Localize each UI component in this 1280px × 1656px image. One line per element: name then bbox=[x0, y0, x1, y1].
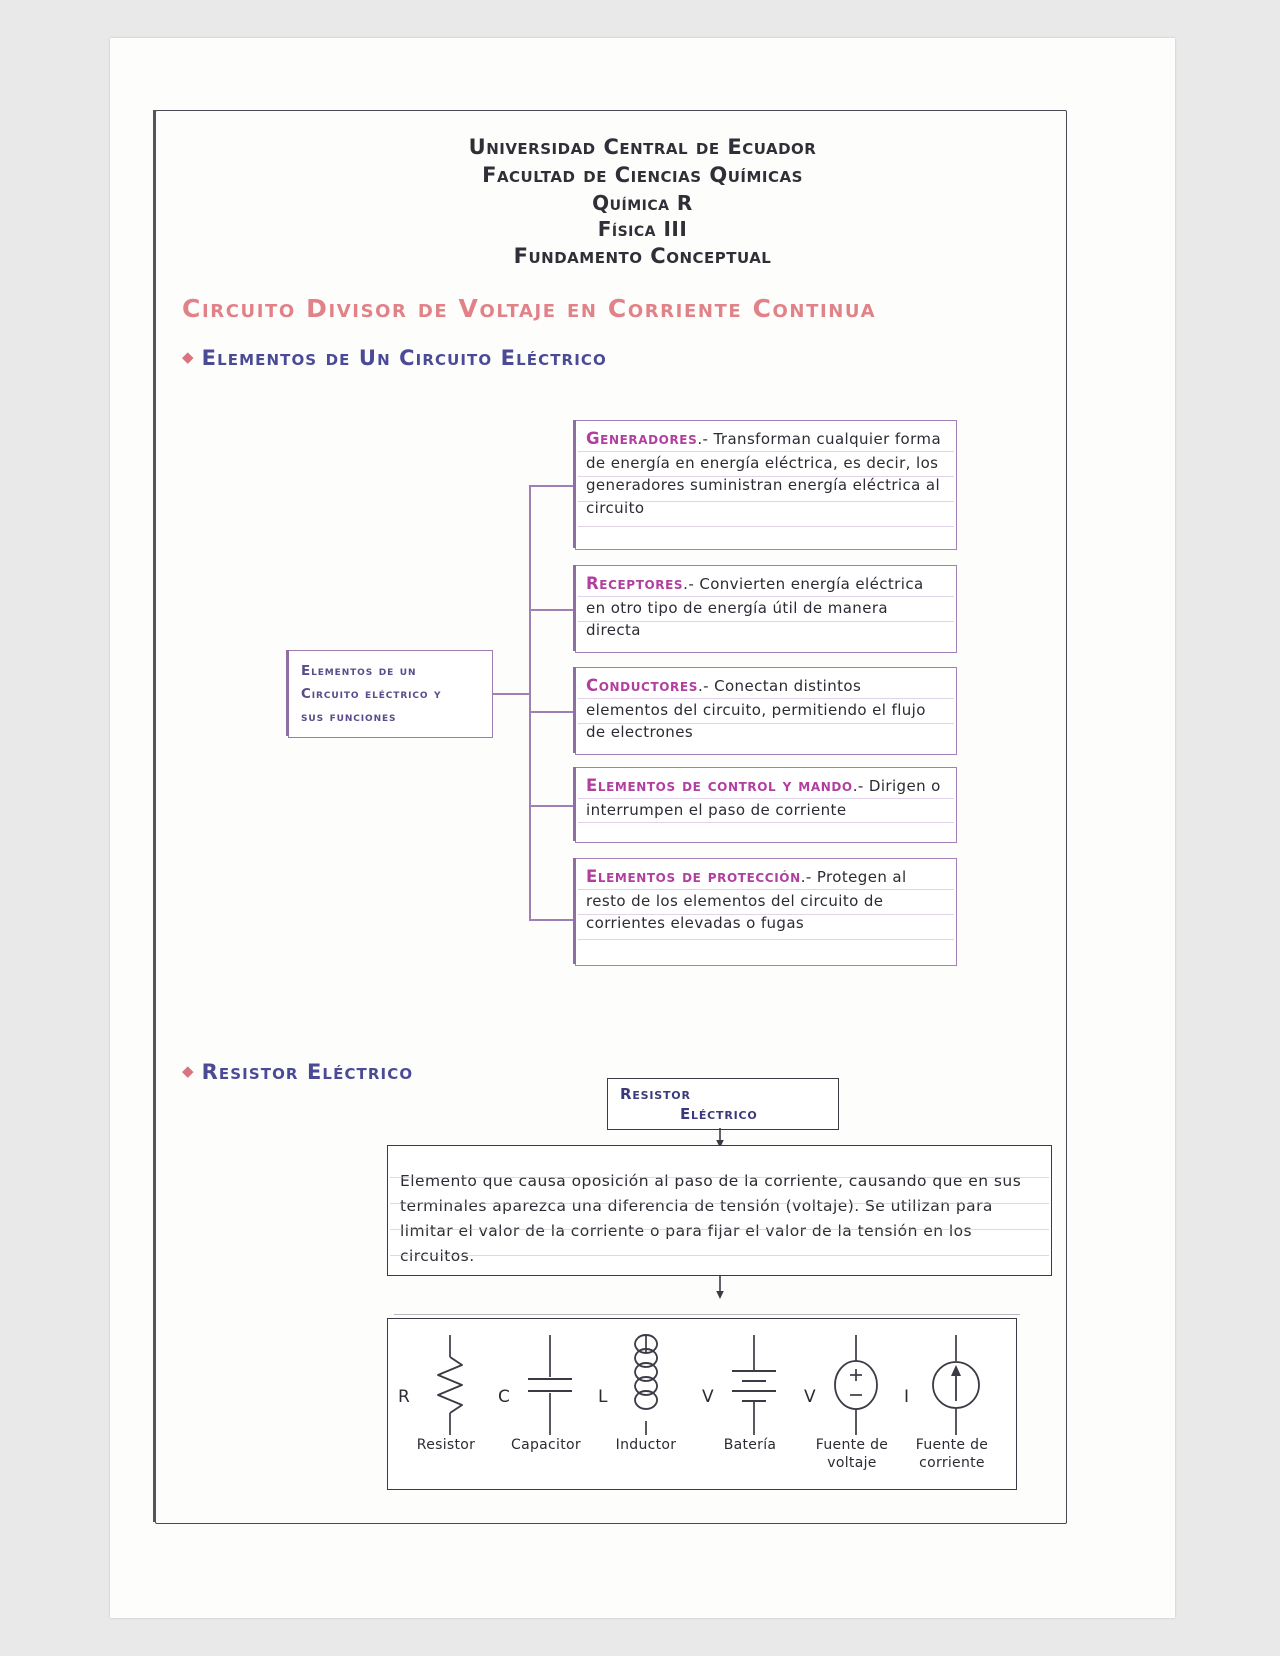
element-sep-proteccion: .- bbox=[800, 868, 812, 886]
document-header: Universidad Central de Ecuador Facultad … bbox=[110, 134, 1175, 271]
symbol-current-source-label: Fuente de corriente bbox=[915, 1437, 989, 1471]
header-line-course: Química R bbox=[592, 190, 693, 215]
element-body-receptores: Convierten energía eléctrica en otro tip… bbox=[586, 575, 924, 640]
element-body-generadores: Transforman cualquier forma de energía e… bbox=[586, 430, 942, 517]
element-body-control-mando: Dirigen o interrumpen el paso de corrien… bbox=[586, 777, 941, 819]
battery-symbol bbox=[698, 1333, 802, 1437]
element-lead-generadores: Generadores bbox=[586, 429, 698, 448]
current-source-symbol bbox=[900, 1333, 1004, 1437]
header-line-university: Universidad Central de Ecuador bbox=[468, 135, 817, 159]
section-heading-resistor: ◆ Resistor Eléctrico bbox=[182, 1060, 413, 1084]
root-node-line3: sus funciones bbox=[301, 709, 397, 726]
connector-branch-2 bbox=[529, 609, 575, 611]
symbol-resistor: R Resistor bbox=[394, 1333, 498, 1483]
element-box-receptores: Receptores.- Convierten energía eléctric… bbox=[573, 565, 957, 653]
arrow-description-to-symbols bbox=[716, 1275, 724, 1299]
symbol-inductor-terminal: L bbox=[598, 1387, 608, 1407]
resistor-node-line2: Eléctrico bbox=[680, 1105, 758, 1123]
connector-branch-3 bbox=[529, 711, 575, 713]
element-sep-generadores: .- bbox=[697, 430, 709, 448]
resistor-node: Resistor Eléctrico bbox=[607, 1078, 839, 1130]
symbol-capacitor-label: Capacitor bbox=[511, 1437, 581, 1453]
root-node-line1: Elementos de un bbox=[301, 663, 417, 679]
section-heading-elementos-label: Elementos de Un Circuito Eléctrico bbox=[201, 346, 607, 370]
symbol-current-source-terminal: I bbox=[904, 1387, 910, 1407]
connector-trunk bbox=[529, 485, 531, 920]
element-box-generadores-text: Generadores.- Transforman cualquier form… bbox=[586, 427, 948, 519]
notebook-page: Universidad Central de Ecuador Facultad … bbox=[110, 38, 1175, 1618]
root-node-elementos: Elementos de un Circuito eléctrico y sus… bbox=[286, 650, 493, 738]
voltage-source-symbol bbox=[800, 1333, 904, 1437]
element-box-control-mando: Elementos de control y mando.- Dirigen o… bbox=[573, 767, 957, 843]
resistor-description-box: Elemento que causa oposición al paso de … bbox=[387, 1145, 1052, 1276]
header-line-topic: Fundamento Conceptual bbox=[513, 244, 772, 269]
connector-branch-5 bbox=[529, 919, 575, 921]
connector-branch-1 bbox=[529, 485, 575, 487]
element-sep-conductores: .- bbox=[697, 677, 709, 695]
resistor-symbol bbox=[394, 1333, 498, 1437]
symbol-voltage-source-terminal: V bbox=[804, 1387, 816, 1407]
element-sep-control-mando: .- bbox=[852, 777, 864, 795]
element-body-conductores: Conectan distintos elementos del circuit… bbox=[586, 677, 926, 742]
resistor-description-text: Elemento que causa oposición al paso de … bbox=[400, 1171, 1022, 1265]
element-box-control-mando-text: Elementos de control y mando.- Dirigen o… bbox=[586, 774, 948, 821]
symbol-inductor: L Inductor bbox=[594, 1333, 698, 1483]
header-line-faculty: Facultad de Ciencias Químicas bbox=[482, 162, 803, 187]
symbol-resistor-label: Resistor bbox=[416, 1437, 476, 1453]
element-body-proteccion: Protegen al resto de los elementos del c… bbox=[586, 868, 907, 933]
element-box-proteccion: Elementos de protección.- Protegen al re… bbox=[573, 858, 957, 966]
element-sep-receptores: .- bbox=[683, 575, 695, 593]
element-lead-receptores: Receptores bbox=[586, 574, 684, 593]
element-box-conductores: Conductores.- Conectan distintos element… bbox=[573, 667, 957, 755]
root-node-line2: Circuito eléctrico y bbox=[301, 686, 442, 703]
symbol-battery-label: Batería bbox=[723, 1437, 777, 1453]
element-lead-proteccion: Elementos de protección bbox=[586, 867, 801, 886]
symbol-current-source: I Fuente de corriente bbox=[900, 1333, 1004, 1483]
symbol-inductor-label: Inductor bbox=[615, 1437, 677, 1453]
bullet-icon: ◆ bbox=[182, 1062, 195, 1080]
symbol-battery: V Batería bbox=[698, 1333, 802, 1483]
arrow-node-to-description bbox=[716, 1128, 724, 1148]
symbol-battery-terminal: V bbox=[702, 1387, 714, 1407]
symbol-voltage-source: V Fuente de voltaje bbox=[800, 1333, 904, 1483]
connector-branch-4 bbox=[529, 805, 575, 807]
symbol-capacitor: C Capacitor bbox=[494, 1333, 598, 1483]
element-box-proteccion-text: Elementos de protección.- Protegen al re… bbox=[586, 865, 948, 935]
capacitor-symbol bbox=[494, 1333, 598, 1437]
symbol-resistor-terminal: R bbox=[398, 1387, 410, 1407]
bullet-icon: ◆ bbox=[182, 348, 195, 366]
symbol-voltage-source-label: Fuente de voltaje bbox=[815, 1437, 889, 1471]
element-box-receptores-text: Receptores.- Convierten energía eléctric… bbox=[586, 572, 948, 642]
header-line-subject: Física III bbox=[597, 217, 688, 242]
section-heading-resistor-label: Resistor Eléctrico bbox=[201, 1060, 414, 1084]
circuit-symbols-panel: R Resistor C Capacitor bbox=[387, 1314, 1020, 1490]
symbol-capacitor-terminal: C bbox=[498, 1387, 510, 1407]
element-box-conductores-text: Conductores.- Conectan distintos element… bbox=[586, 674, 948, 744]
element-lead-control-mando: Elementos de control y mando bbox=[586, 776, 853, 795]
connector-root-stub bbox=[493, 693, 529, 695]
page-frame bbox=[153, 110, 1067, 1524]
element-box-generadores: Generadores.- Transforman cualquier form… bbox=[573, 420, 957, 550]
section-heading-elementos: ◆ Elementos de Un Circuito Eléctrico bbox=[182, 346, 607, 370]
inductor-symbol bbox=[594, 1333, 698, 1437]
element-lead-conductores: Conductores bbox=[586, 676, 698, 695]
page-title: Circuito Divisor de Voltaje en Corriente… bbox=[182, 294, 877, 323]
resistor-node-line1: Resistor bbox=[620, 1085, 691, 1103]
